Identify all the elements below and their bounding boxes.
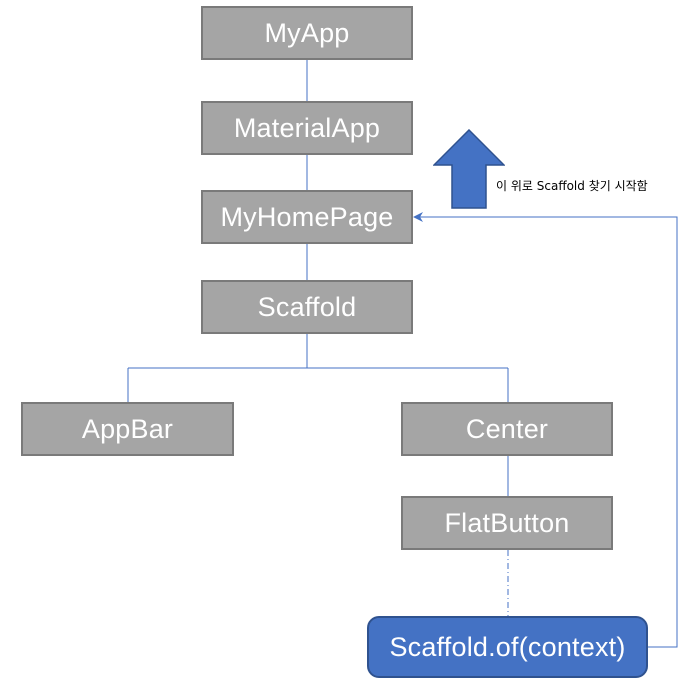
node-flatbutton: FlatButton <box>401 496 613 550</box>
node-appbar-label: AppBar <box>81 413 174 444</box>
node-flatbutton-label: FlatButton <box>444 507 570 538</box>
node-scaffold-label: Scaffold <box>257 291 357 322</box>
node-myapp: MyApp <box>201 6 413 60</box>
lookup-annotation: 이 위로 Scaffold 찾기 시작함 <box>496 179 648 193</box>
node-myapp-label: MyApp <box>264 17 350 48</box>
node-appbar: AppBar <box>21 402 234 456</box>
node-materialapp: MaterialApp <box>201 101 413 155</box>
edge-scaffold-children <box>127 334 509 402</box>
node-materialapp-label: MaterialApp <box>233 112 381 143</box>
node-myhomepage-label: MyHomePage <box>220 201 394 232</box>
node-center: Center <box>401 402 613 456</box>
node-scaffold: Scaffold <box>201 280 413 334</box>
up-arrow-icon <box>433 129 505 209</box>
node-center-label: Center <box>465 413 549 444</box>
node-scaffold-of-context-label: Scaffold.of(context) <box>389 631 626 662</box>
node-myhomepage: MyHomePage <box>201 190 413 244</box>
lookup-arrow-line <box>413 212 678 648</box>
node-scaffold-of-context: Scaffold.of(context) <box>367 616 648 678</box>
